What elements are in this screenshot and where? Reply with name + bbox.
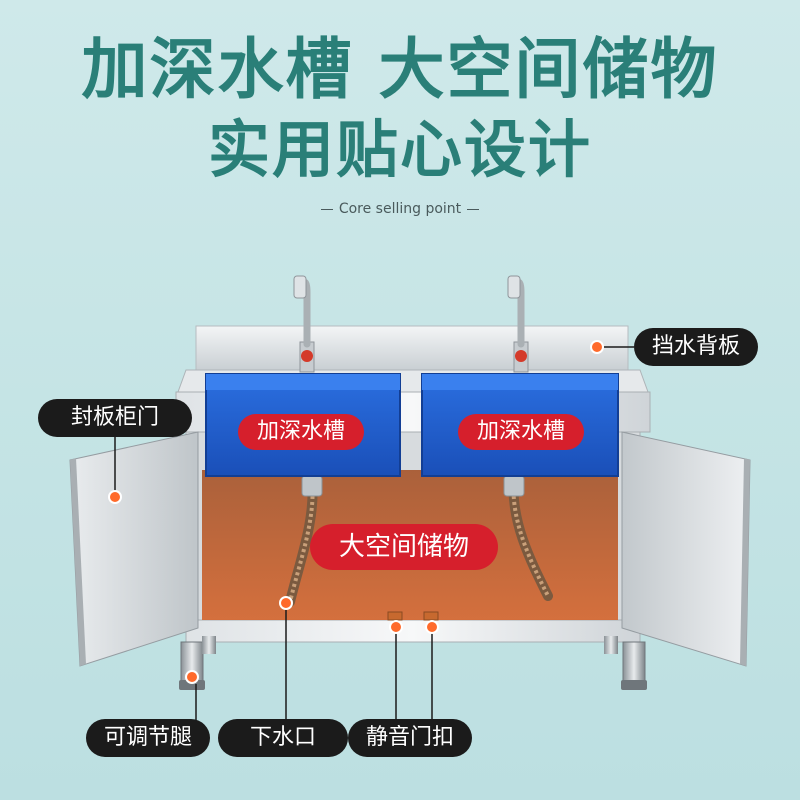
callout-backsplash: 挡水背板 [634, 328, 758, 366]
callout-lines [114, 346, 634, 720]
subtitle-text: Core selling point [338, 201, 462, 217]
cabinet-door-left [69, 431, 199, 667]
callout-latch: 静音门扣 [348, 719, 472, 757]
marker-door [108, 490, 122, 504]
faucet-right-icon [507, 275, 529, 373]
adjustable-legs [179, 636, 647, 690]
headline-line-2: 实用贴心设计 [207, 113, 592, 186]
backsplash-panel [195, 325, 629, 371]
marker-drain [279, 596, 293, 610]
headline-line-1: 加深水槽 大空间储物 [81, 31, 719, 108]
callout-drain: 下水口 [218, 719, 348, 757]
cabinet-door-right [621, 431, 751, 667]
subtitle: Core selling point [0, 201, 800, 217]
subtitle-dash-left [320, 208, 333, 210]
callout-legs: 可调节腿 [86, 719, 210, 757]
label-deep-sink-left: 加深水槽 [238, 414, 364, 450]
marker-backsplash [590, 340, 604, 354]
label-deep-sink-right: 加深水槽 [458, 414, 584, 450]
drain-pipes [285, 473, 553, 607]
marker-latch-left [389, 620, 403, 634]
callout-door: 封板柜门 [38, 399, 192, 437]
marker-legs [185, 670, 199, 684]
marker-latch-right [425, 620, 439, 634]
subtitle-dash-right [467, 208, 480, 210]
faucet-left-icon [293, 275, 315, 373]
label-large-storage: 大空间储物 [310, 524, 498, 570]
